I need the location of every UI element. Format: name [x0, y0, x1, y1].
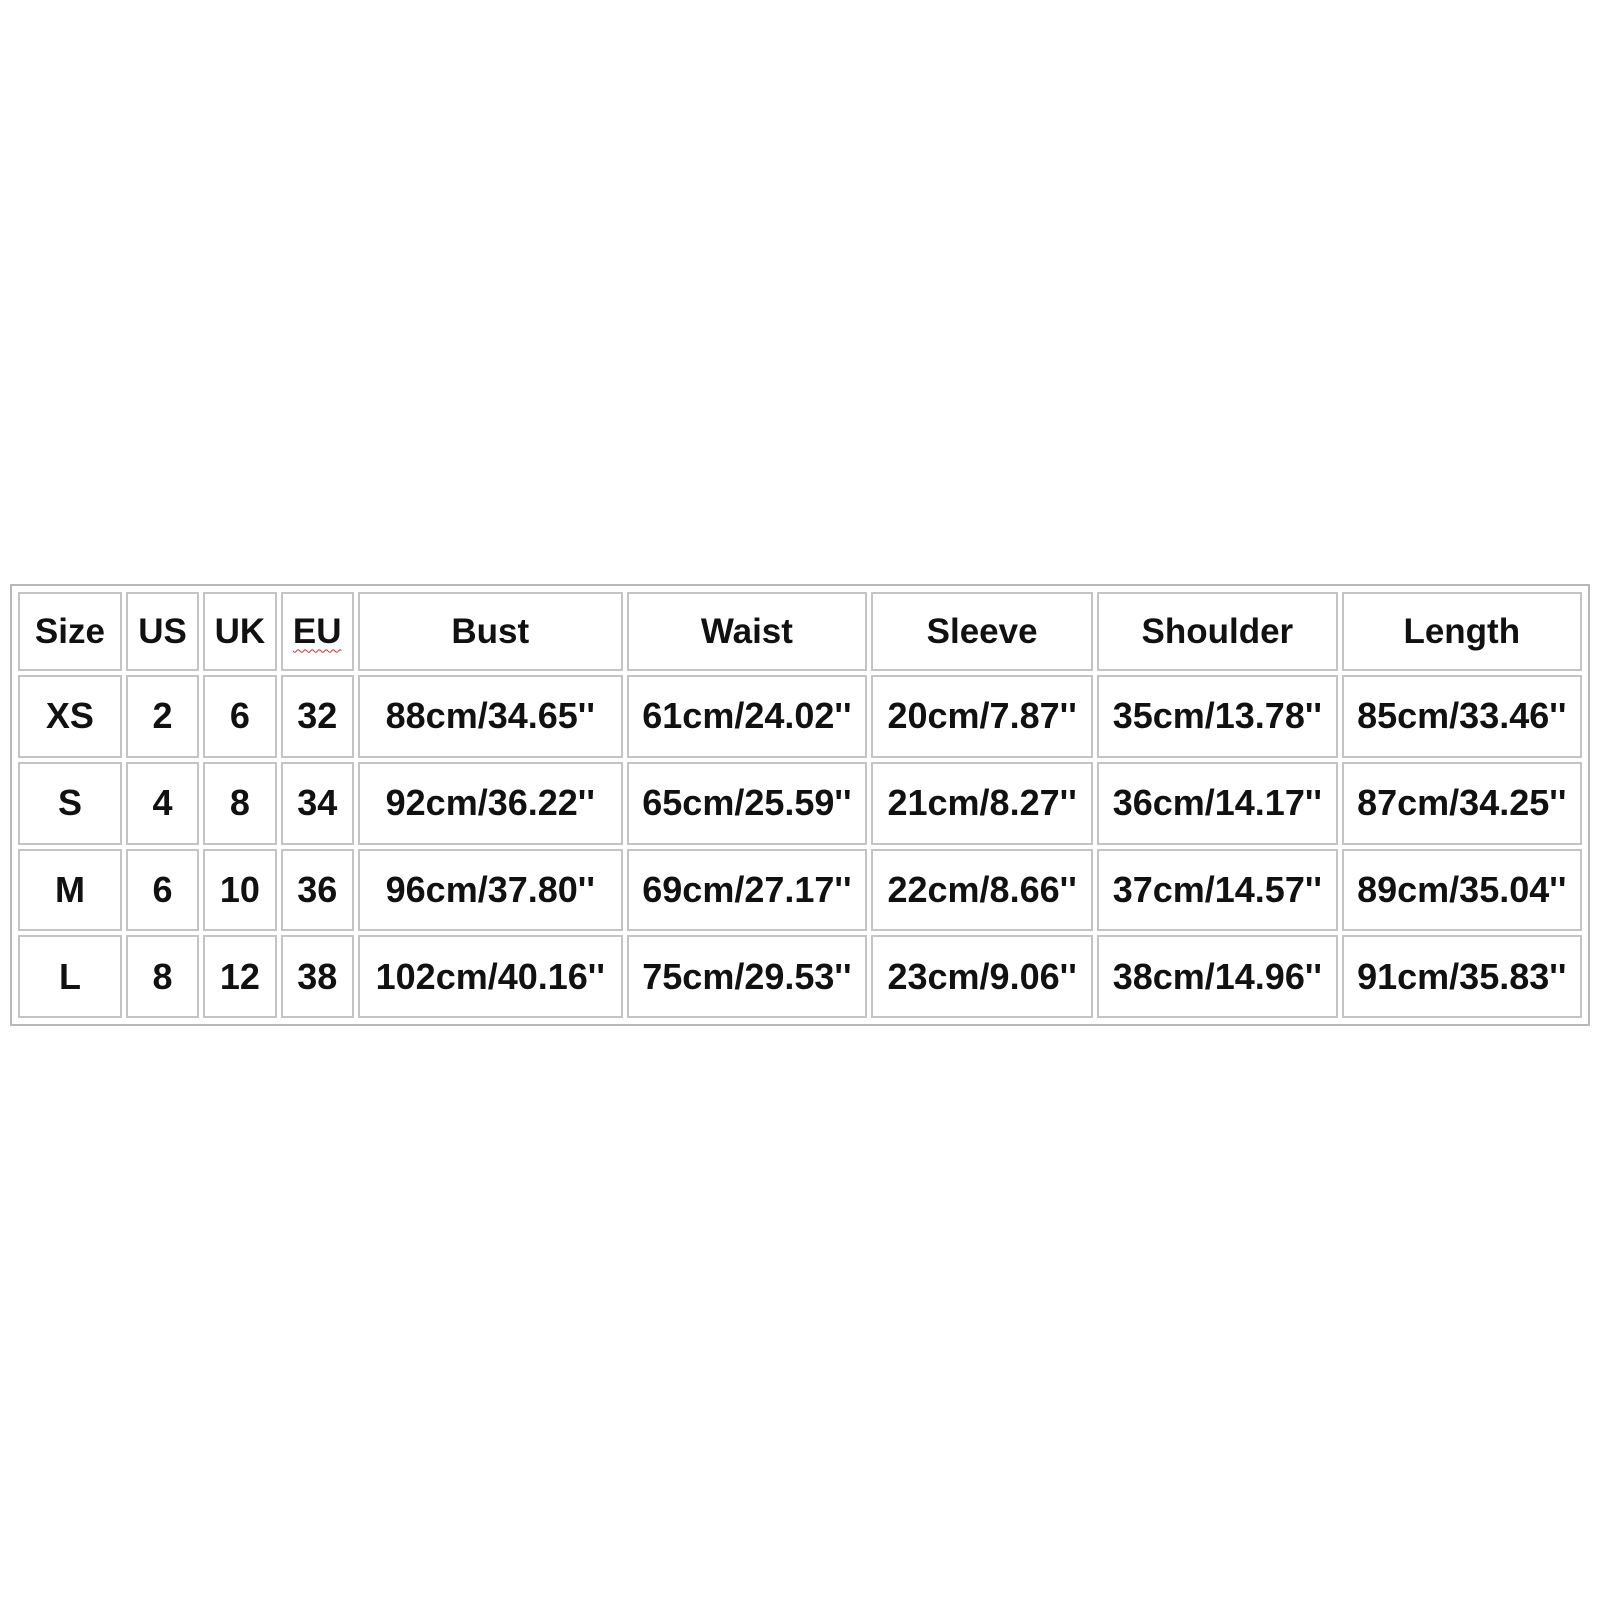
table-row: M 6 10 36 96cm/37.80'' 69cm/27.17'' 22cm… — [18, 848, 1582, 932]
table-row: XS 2 6 32 88cm/34.65'' 61cm/24.02'' 20cm… — [18, 675, 1582, 758]
header-us: US — [125, 592, 200, 672]
header-bust: Bust — [357, 592, 623, 672]
cell-sleeve: 23cm/9.06'' — [871, 935, 1094, 1018]
cell-waist: 61cm/24.02'' — [626, 675, 868, 758]
header-size: Size — [18, 592, 122, 672]
cell-uk: 10 — [203, 848, 277, 932]
header-length: Length — [1341, 592, 1582, 672]
cell-waist: 69cm/27.17'' — [626, 848, 868, 932]
cell-shoulder: 35cm/13.78'' — [1097, 675, 1338, 758]
cell-shoulder: 36cm/14.17'' — [1097, 761, 1338, 845]
header-eu: EU — [280, 592, 354, 672]
cell-length: 87cm/34.25'' — [1341, 761, 1582, 845]
cell-eu: 32 — [280, 675, 354, 758]
header-row: Size US UK EU Bust Waist Sleeve Shoulder… — [18, 592, 1582, 672]
cell-sleeve: 22cm/8.66'' — [871, 848, 1094, 932]
cell-waist: 75cm/29.53'' — [626, 935, 868, 1018]
cell-bust: 92cm/36.22'' — [357, 761, 623, 845]
cell-bust: 102cm/40.16'' — [357, 935, 623, 1018]
cell-eu: 36 — [280, 848, 354, 932]
cell-size: L — [18, 935, 122, 1018]
header-eu-label: EU — [292, 611, 342, 651]
cell-sleeve: 20cm/7.87'' — [871, 675, 1094, 758]
cell-uk: 8 — [203, 761, 277, 845]
size-chart-table: Size US UK EU Bust Waist Sleeve Shoulder… — [14, 588, 1586, 1022]
cell-size: XS — [18, 675, 122, 758]
cell-length: 91cm/35.83'' — [1341, 935, 1582, 1018]
cell-us: 8 — [125, 935, 200, 1018]
cell-sleeve: 21cm/8.27'' — [871, 761, 1094, 845]
table-row: S 4 8 34 92cm/36.22'' 65cm/25.59'' 21cm/… — [18, 761, 1582, 845]
cell-eu: 38 — [280, 935, 354, 1018]
cell-uk: 6 — [203, 675, 277, 758]
cell-us: 6 — [125, 848, 200, 932]
cell-waist: 65cm/25.59'' — [626, 761, 868, 845]
header-waist: Waist — [626, 592, 868, 672]
cell-bust: 88cm/34.65'' — [357, 675, 623, 758]
header-uk: UK — [203, 592, 277, 672]
header-shoulder: Shoulder — [1097, 592, 1338, 672]
size-chart: Size US UK EU Bust Waist Sleeve Shoulder… — [10, 584, 1590, 1026]
cell-length: 89cm/35.04'' — [1341, 848, 1582, 932]
cell-us: 4 — [125, 761, 200, 845]
cell-shoulder: 38cm/14.96'' — [1097, 935, 1338, 1018]
header-sleeve: Sleeve — [871, 592, 1094, 672]
cell-us: 2 — [125, 675, 200, 758]
cell-length: 85cm/33.46'' — [1341, 675, 1582, 758]
cell-bust: 96cm/37.80'' — [357, 848, 623, 932]
cell-uk: 12 — [203, 935, 277, 1018]
table-row: L 8 12 38 102cm/40.16'' 75cm/29.53'' 23c… — [18, 935, 1582, 1018]
cell-size: S — [18, 761, 122, 845]
cell-shoulder: 37cm/14.57'' — [1097, 848, 1338, 932]
cell-size: M — [18, 848, 122, 932]
cell-eu: 34 — [280, 761, 354, 845]
